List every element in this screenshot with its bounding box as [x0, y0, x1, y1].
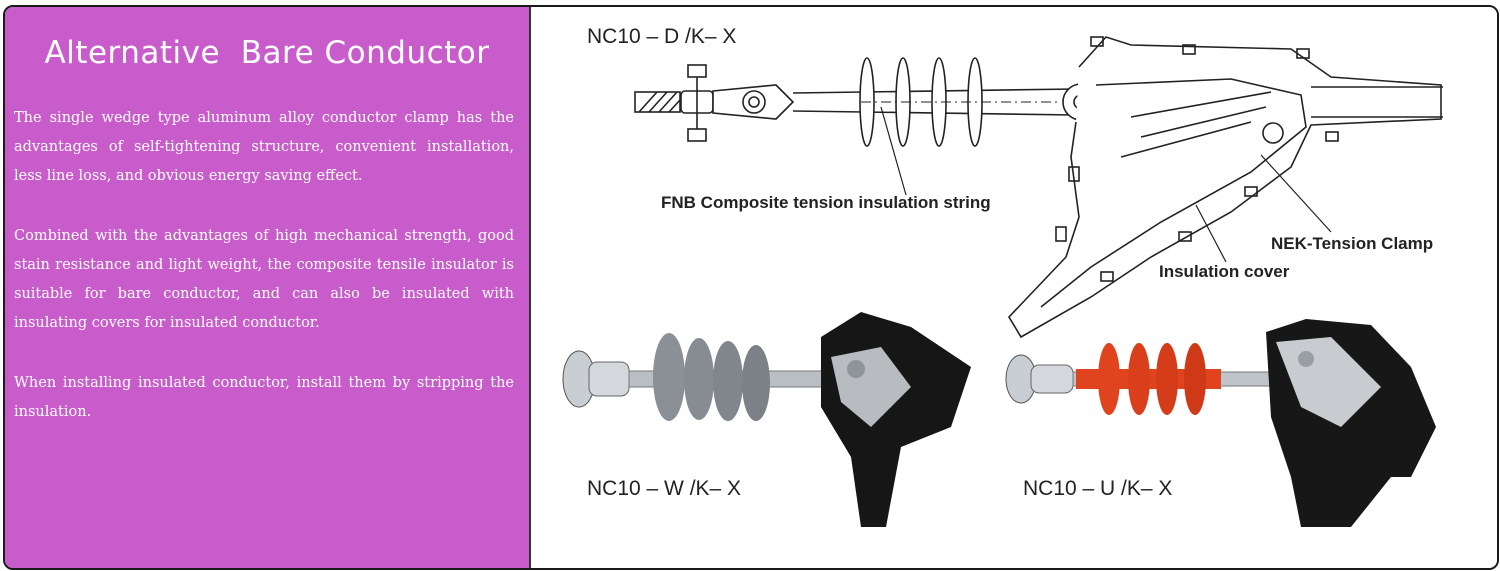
photo-nc10-w: [562, 312, 971, 527]
line-drawing-assembly: [634, 36, 1443, 339]
paragraph-insulator: Combined with the advantages of high mec…: [14, 228, 514, 331]
paragraph-installation: When installing insulated conductor, ins…: [14, 375, 514, 420]
callout-clamp: NEK-Tension Clamp: [1271, 234, 1434, 253]
model-label-w: NC10 – W /K– X: [587, 477, 742, 500]
product-illustration-area: NC10 – D /K– X FNB Composite tension ins…: [531, 7, 1497, 568]
description-panel: Alternative Bare Conductor The single we…: [5, 7, 531, 568]
callout-insulator: FNB Composite tension insulation string: [661, 193, 991, 212]
panel-title: Alternative Bare Conductor: [44, 35, 490, 71]
model-label-u: NC10 – U /K– X: [1023, 477, 1173, 500]
callout-cover: Insulation cover: [1159, 262, 1290, 281]
technical-drawing: [562, 36, 1443, 527]
content-frame: Alternative Bare Conductor The single we…: [3, 5, 1499, 570]
photo-nc10-u: [1005, 319, 1436, 527]
paragraph-clamp: The single wedge type aluminum alloy con…: [14, 110, 514, 184]
model-label-top: NC10 – D /K– X: [587, 25, 737, 48]
